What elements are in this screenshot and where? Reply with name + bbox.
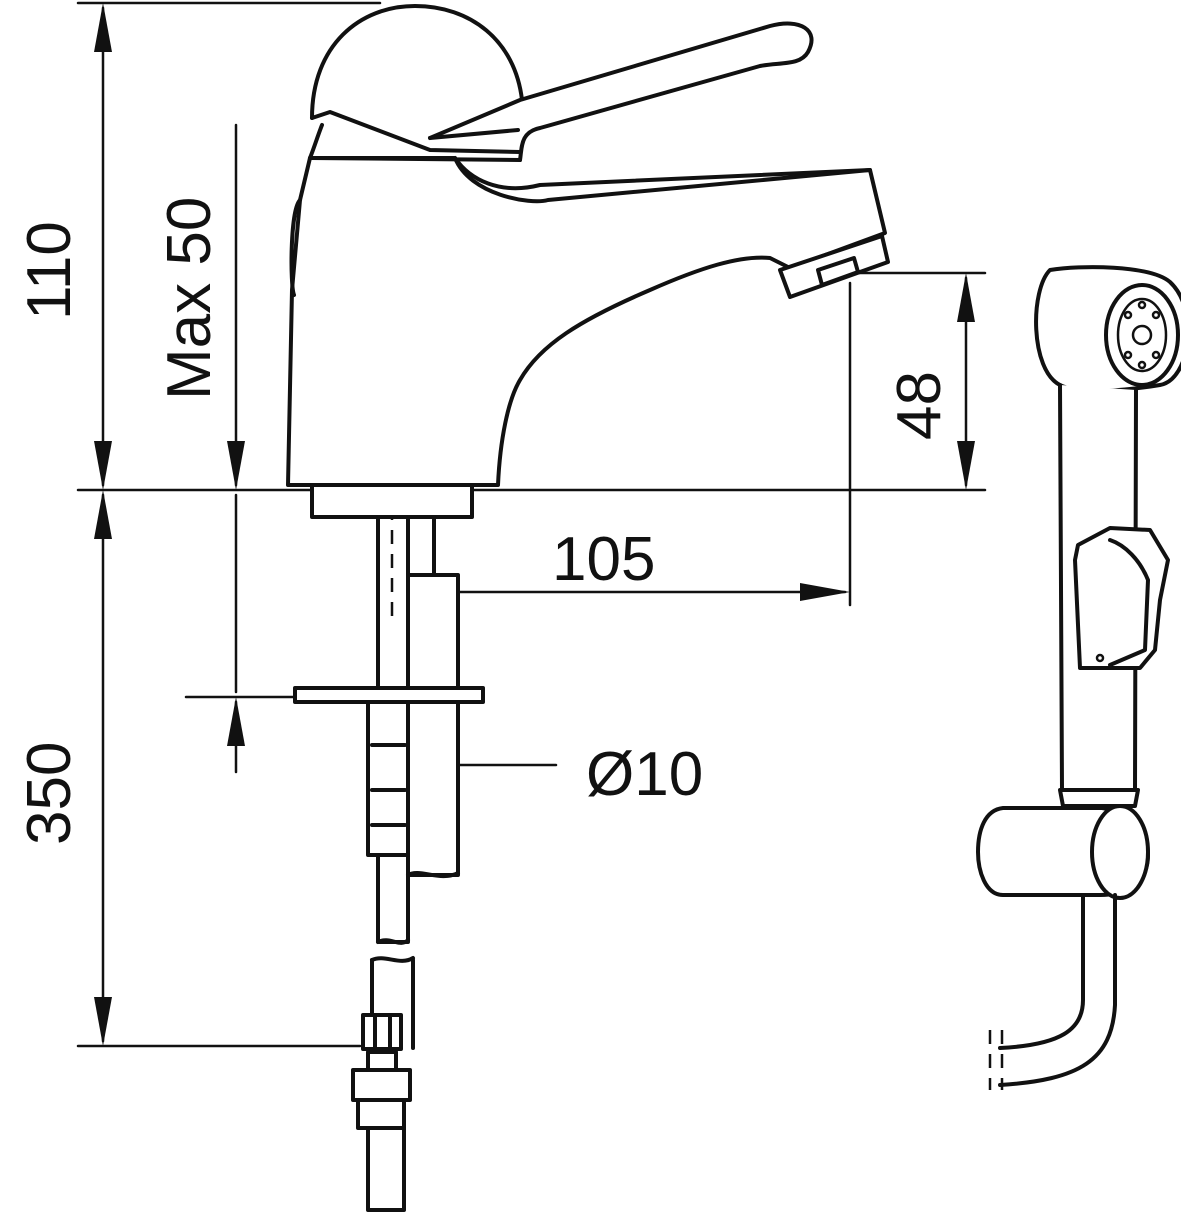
dimension-max50-label: Max 50: [155, 197, 224, 400]
dimension-lines: [76, 1, 987, 1048]
dimension-105-label: 105: [552, 525, 655, 594]
dimension-48-label: 48: [885, 371, 954, 440]
dimension-350-label: 350: [15, 742, 84, 845]
hand-shower-drawing: [976, 265, 1181, 1090]
dimension-diameter-label: Ø10: [586, 740, 703, 809]
dimension-110-label: 110: [15, 221, 84, 320]
faucet-drawing: [286, 4, 890, 1212]
